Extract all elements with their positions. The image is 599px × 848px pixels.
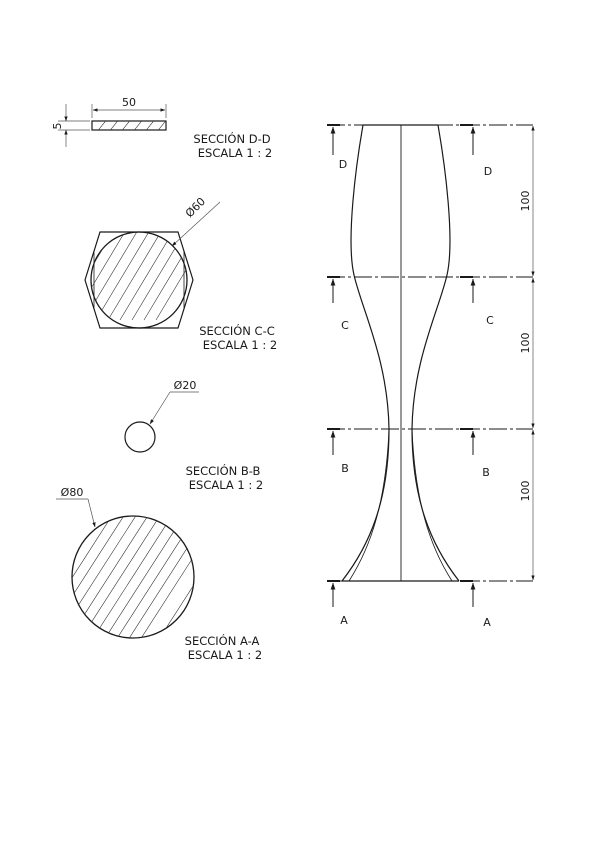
cut-label-d-right: D xyxy=(484,165,492,178)
cut-label-b-right: B xyxy=(482,466,490,479)
section-d-plate xyxy=(91,120,167,131)
section-a-view: Ø80 SECCIÓN A-A ESCALA 1 : 2 xyxy=(56,486,262,662)
elevation-view: D D C C B B A A 100 100 100 xyxy=(327,124,535,629)
section-a-scale: ESCALA 1 : 2 xyxy=(188,648,262,662)
section-c-hexagon xyxy=(84,231,194,329)
height-dim-bottom: 100 xyxy=(519,481,532,502)
section-b-view: Ø20 SECCIÓN B-B ESCALA 1 : 2 xyxy=(124,379,263,492)
cut-lines xyxy=(327,124,533,582)
section-d-hatch xyxy=(98,121,166,130)
section-b-title: SECCIÓN B-B xyxy=(186,463,261,478)
section-d-title: SECCIÓN D-D xyxy=(193,131,270,146)
cut-label-c-left: C xyxy=(341,319,349,332)
section-d-width-dim: 50 xyxy=(122,96,136,109)
cut-arrows xyxy=(330,126,476,607)
section-d-thickness-dim: 5 xyxy=(51,123,64,130)
section-a-title: SECCIÓN A-A xyxy=(185,633,260,648)
cut-label-a-left: A xyxy=(340,614,348,627)
section-c-view: Ø60 SECCIÓN C-C ESCALA 1 : 2 xyxy=(84,195,277,352)
elevation-right-profile xyxy=(411,124,460,582)
section-d-scale: ESCALA 1 : 2 xyxy=(198,146,272,160)
height-dim-top: 100 xyxy=(519,191,532,212)
section-c-scale: ESCALA 1 : 2 xyxy=(203,338,277,352)
section-d-view: 50 5 SECCIÓN D-D ESCALA 1 : 2 xyxy=(51,96,272,160)
cut-label-b-left: B xyxy=(341,462,349,475)
height-dim-middle: 100 xyxy=(519,333,532,354)
section-b-scale: ESCALA 1 : 2 xyxy=(189,478,263,492)
section-c-title: SECCIÓN C-C xyxy=(199,323,275,338)
elevation-left-profile xyxy=(341,124,390,582)
section-b-circle xyxy=(124,421,156,453)
section-b-diameter-dim: Ø20 xyxy=(174,379,197,392)
section-a-circle xyxy=(71,515,195,639)
section-c-circle xyxy=(90,231,188,329)
section-c-hatch xyxy=(91,232,187,328)
section-a-diameter-dim: Ø80 xyxy=(61,486,84,499)
cut-label-a-right: A xyxy=(483,616,491,629)
cut-label-d-left: D xyxy=(339,158,347,171)
cut-label-c-right: C xyxy=(486,314,494,327)
